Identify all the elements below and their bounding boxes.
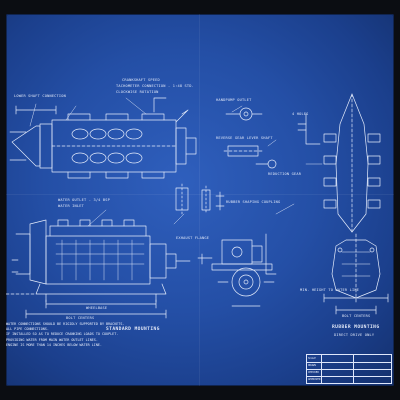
note-line: WATER CONNECTIONS SHOULD BE RIGIDLY SUPP… — [6, 322, 125, 326]
label-tachometer: TACHOMETER CONNECTION - 1:48 STD. — [116, 84, 194, 88]
view-subtitle-rubber: DIRECT DRIVE ONLY — [334, 333, 375, 337]
title-block-cell: CHECKED — [308, 371, 319, 374]
title-block-cell: DRAWN — [308, 364, 316, 367]
lever-shaft-detail — [223, 107, 277, 169]
view-title-rubber: RUBBER MOUNTING — [332, 325, 380, 330]
note-line: PROVIDING WATER FROM MAIN WATER OUTLET L… — [6, 337, 98, 342]
center-side-view — [197, 233, 277, 307]
label-bolt-centers-1: BOLT CENTERS — [66, 316, 95, 320]
label-holes: 4 HOLES — [292, 112, 309, 116]
label-water-outlet: WATER OUTLET - 3/4 BSP — [58, 198, 110, 202]
rubber-mounting-end-view — [323, 233, 389, 315]
title-block-divider — [353, 355, 354, 383]
label-water-inlet: WATER INLET — [58, 204, 84, 208]
label-rubber-shaping: RUBBER SHAPING COUPLING — [226, 200, 281, 204]
note-line: ALL PIPE CONNECTIONS. — [6, 327, 49, 332]
label-crankshaft-speed: CRANKSHAFT SPEED — [122, 78, 160, 82]
view-title-standard: STANDARD MOUNTING — [106, 327, 160, 332]
title-block-divider — [307, 376, 391, 377]
engine-plan-view — [9, 97, 197, 179]
fold-line-vertical — [199, 14, 200, 386]
label-lower-shaft: LOWER SHAFT CONNECTION — [14, 94, 66, 98]
title-block: SCALE DRAWN CHECKED APPROVED — [306, 354, 392, 384]
leader-lines — [29, 97, 323, 227]
label-min-height: MIN. HEIGHT TO WATER LINE — [300, 288, 360, 292]
note-line: ENGINE IS MORE THAN 14 INCHES BELOW WATE… — [6, 342, 102, 347]
label-reduction-gear: REDUCTION GEAR — [268, 172, 302, 176]
title-block-divider — [307, 369, 391, 370]
title-block-cell: APPROVED — [308, 378, 321, 381]
label-tacho-sub: CLOCKWISE ROTATION — [116, 90, 159, 94]
label-exhaust-flange: EXHAUST FLANGE — [176, 236, 210, 240]
coupling-details — [175, 183, 225, 215]
title-block-cell: SCALE — [308, 357, 316, 360]
standard-mounting-side-view — [6, 219, 191, 319]
title-block-divider — [321, 355, 322, 383]
blueprint-sheet: TACHOMETER CONNECTION - 1:48 STD. CLOCKW… — [6, 14, 394, 386]
label-wheelbase: WHEELBASE — [86, 306, 108, 310]
installation-notes: WATER CONNECTIONS SHOULD BE RIGIDLY SUPP… — [6, 322, 176, 348]
line-drawings — [6, 93, 389, 319]
note-line: IF INSTALLED SO AS TO REDUCE CRANKING LO… — [6, 332, 119, 337]
label-bolt-centers-2: BOLT CENTERS — [342, 314, 371, 318]
fold-line-horizontal — [6, 194, 394, 195]
engine-front-elevation — [297, 93, 381, 233]
label-handpump: HANDPUMP OUTLET — [216, 98, 252, 102]
label-reverse-gear: REVERSE GEAR LEVER SHAFT — [216, 136, 273, 140]
title-block-divider — [307, 362, 391, 363]
